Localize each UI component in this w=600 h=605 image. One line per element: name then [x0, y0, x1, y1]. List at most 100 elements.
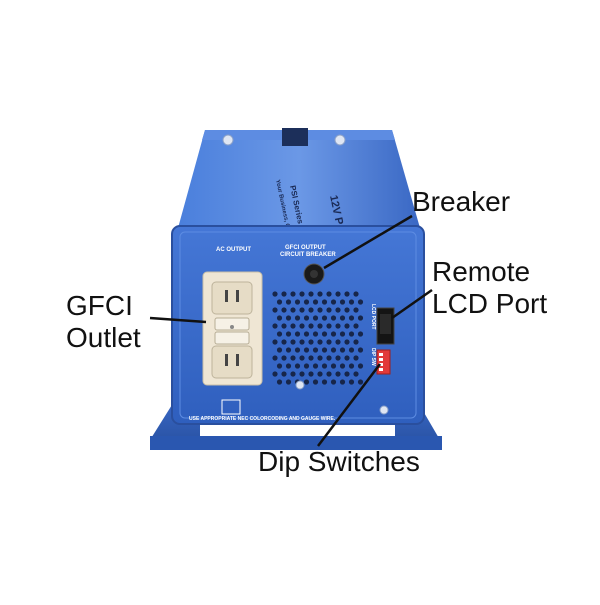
grille-hole [335, 371, 341, 377]
grille-hole [317, 339, 323, 345]
dip-switches-callout: Dip Switches [258, 446, 420, 478]
ac-output-label: AC OUTPUT [216, 247, 251, 253]
grille-hole [348, 331, 355, 337]
grille-hole [357, 363, 364, 369]
grille-hole [312, 315, 319, 321]
grille-hole [330, 363, 337, 369]
lcd-port-label: LCD PORT [370, 304, 376, 330]
grille-hole [281, 291, 287, 297]
grille-hole [290, 355, 296, 361]
grille-hole [344, 355, 350, 361]
grille-hole [303, 363, 310, 369]
grille-hole [317, 371, 323, 377]
fan-grille [272, 291, 364, 385]
grille-hole [317, 323, 323, 329]
grille-hole [321, 299, 328, 305]
grille-hole [290, 307, 296, 313]
grille-hole [276, 331, 283, 337]
dip-switches [376, 349, 391, 375]
grille-hole [299, 371, 305, 377]
grille-hole [299, 339, 305, 345]
grille-hole [344, 323, 350, 329]
grille-hole [285, 331, 292, 337]
grille-hole [308, 355, 314, 361]
grille-hole [312, 299, 319, 305]
grille-hole [299, 291, 305, 297]
grille-hole [299, 355, 305, 361]
grille-hole [339, 379, 346, 385]
breaker-leader [323, 214, 413, 270]
grille-hole [272, 339, 278, 345]
grille-hole [339, 315, 346, 321]
grille-hole [348, 363, 355, 369]
grille-hole [303, 299, 310, 305]
breaker-callout: Breaker [412, 186, 510, 218]
grille-hole [317, 307, 323, 313]
grille-hole [303, 315, 310, 321]
remote-label-line1: Remote [432, 256, 531, 287]
dip-switches-label: Dip Switches [258, 446, 420, 477]
grille-hole [303, 347, 310, 353]
grille-hole [357, 331, 364, 337]
grille-hole [335, 355, 341, 361]
grille-hole [285, 315, 292, 321]
grille-hole [312, 331, 319, 337]
foot-base [150, 436, 442, 450]
grille-hole [330, 299, 337, 305]
grille-hole [357, 299, 364, 305]
grille-hole [312, 363, 319, 369]
grille-hole [348, 315, 355, 321]
grille-hole [290, 371, 296, 377]
grille-hole [290, 323, 296, 329]
grille-hole [326, 371, 332, 377]
grille-hole [308, 339, 314, 345]
gfci-label-line2: Outlet [66, 322, 141, 353]
grille-hole [281, 339, 287, 345]
grille-hole [353, 371, 359, 377]
grille-hole [353, 323, 359, 329]
grille-hole [308, 371, 314, 377]
grille-hole [285, 363, 292, 369]
grille-hole [308, 291, 314, 297]
grille-hole [344, 371, 350, 377]
grille-hole [294, 363, 301, 369]
grille-hole [272, 291, 278, 297]
grille-hole [357, 315, 364, 321]
grille-hole [281, 307, 287, 313]
grille-hole [326, 323, 332, 329]
gfci-callout: GFCI Outlet [66, 290, 141, 354]
grille-hole [272, 307, 278, 313]
grille-hole [339, 299, 346, 305]
grille-hole [330, 347, 337, 353]
grille-hole [335, 291, 341, 297]
breaker-label: Breaker [412, 186, 511, 217]
grille-hole [353, 355, 359, 361]
grille-hole [330, 315, 337, 321]
grille-hole [357, 379, 364, 385]
grille-hole [299, 323, 305, 329]
screw [222, 134, 234, 146]
grille-hole [344, 339, 350, 345]
grille-hole [276, 347, 283, 353]
grille-hole [299, 307, 305, 313]
remote-lcd-leader [391, 288, 433, 320]
grille-hole [321, 379, 328, 385]
gfci-leader [149, 316, 207, 324]
dip-leader [317, 363, 381, 447]
grille-hole [353, 291, 359, 297]
warning-text: USE APPROPRIATE NEC COLORCODING AND GAUG… [189, 416, 336, 422]
grille-hole [290, 291, 296, 297]
grille-hole [285, 299, 292, 305]
grille-hole [294, 331, 301, 337]
grille-hole [276, 379, 283, 385]
grille-hole [312, 347, 319, 353]
grille-hole [285, 347, 292, 353]
grille-hole [294, 347, 301, 353]
grille-hole [321, 347, 328, 353]
remote-label-line2: LCD Port [432, 288, 548, 319]
grille-hole [335, 339, 341, 345]
grille-hole [357, 347, 364, 353]
grille-hole [303, 379, 310, 385]
